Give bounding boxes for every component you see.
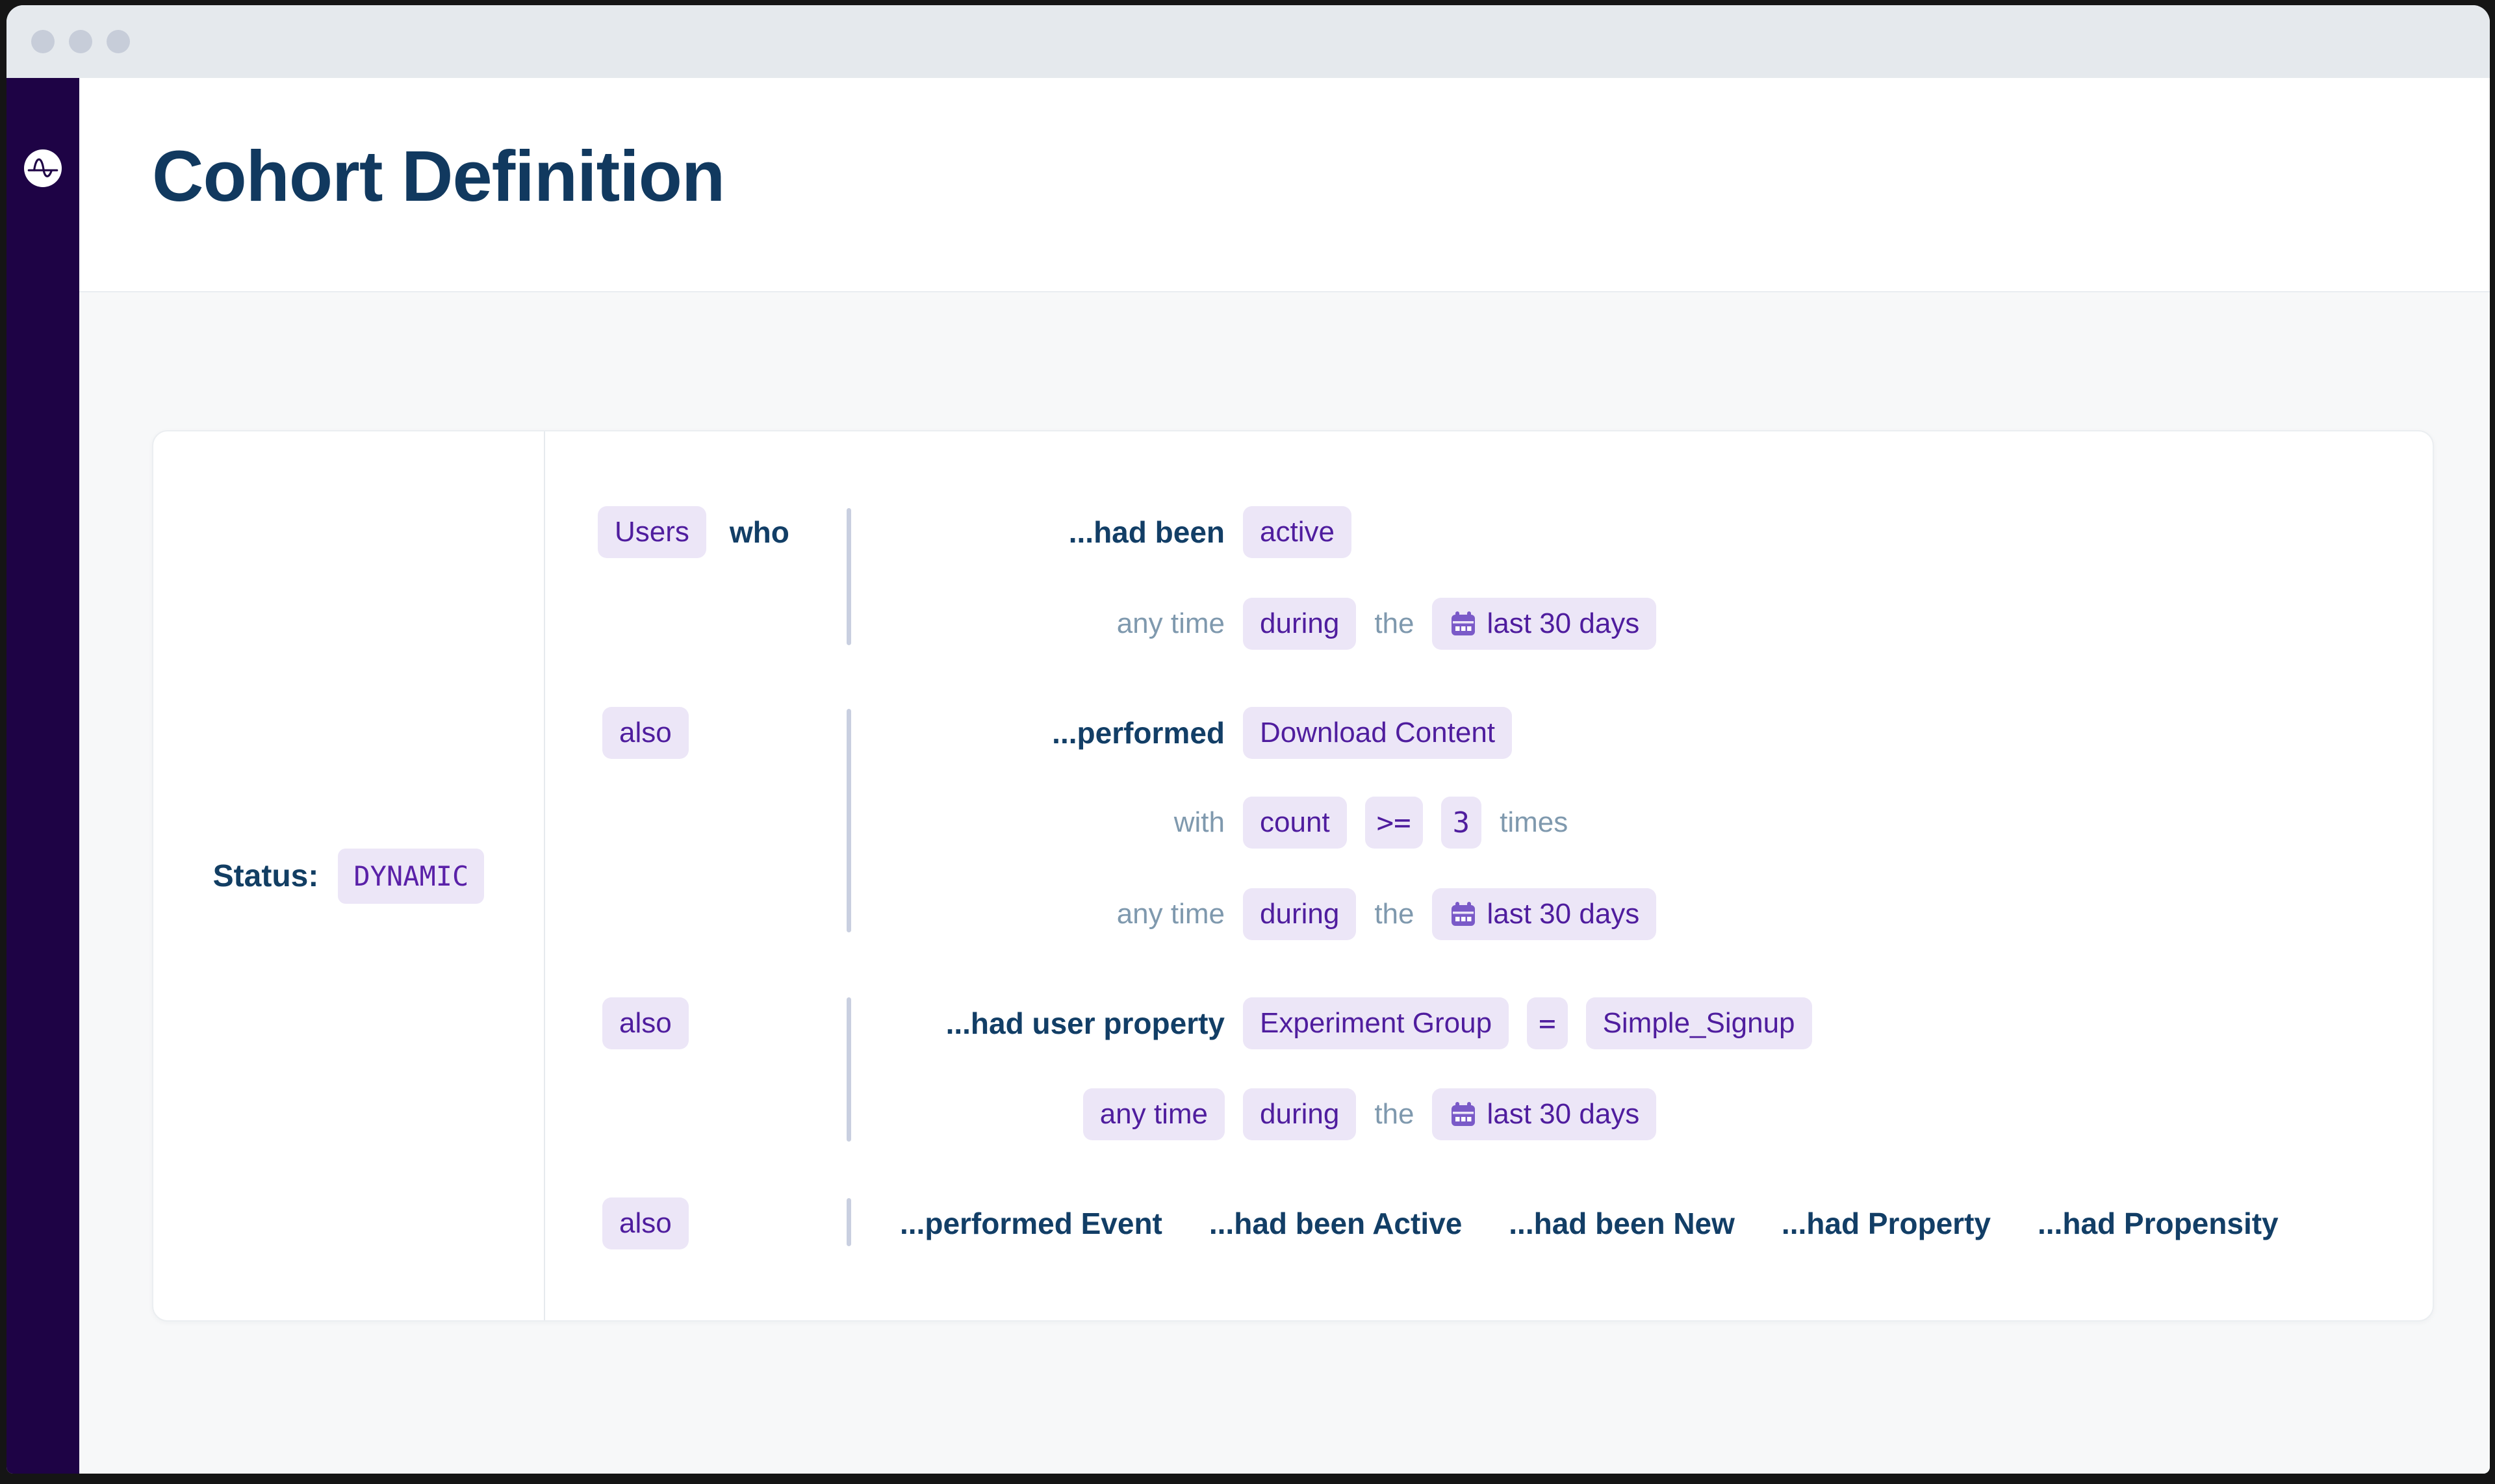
group4-tag-row: also bbox=[602, 1197, 689, 1249]
option-had-propensity[interactable]: ...had Propensity bbox=[2038, 1207, 2279, 1240]
cohort-definition-card: Status: DYNAMIC Users who bbox=[152, 430, 2434, 1322]
group2-count-row: with count >= 3 times bbox=[900, 797, 1568, 849]
option-had-been-active[interactable]: ...had been Active bbox=[1209, 1207, 1463, 1240]
had-user-property-label[interactable]: ...had user property bbox=[945, 1006, 1225, 1040]
date-range-label: last 30 days bbox=[1487, 1098, 1640, 1130]
app-sidebar bbox=[6, 78, 79, 1474]
group1-connector-line bbox=[847, 508, 851, 645]
status-label: Status: bbox=[212, 858, 319, 893]
option-performed-event[interactable]: ...performed Event bbox=[900, 1207, 1162, 1240]
group2-connector-line bbox=[847, 709, 851, 932]
content-area: Status: DYNAMIC Users who bbox=[79, 292, 2490, 1474]
amplitude-logo-icon[interactable] bbox=[24, 149, 62, 187]
the-label: the bbox=[1374, 608, 1414, 639]
group3-time-row: any time during the bbox=[900, 1088, 1657, 1140]
the-label: the bbox=[1374, 1098, 1414, 1130]
equals-chip[interactable]: = bbox=[1527, 997, 1568, 1049]
the-label: the bbox=[1374, 898, 1414, 930]
calendar-icon bbox=[1449, 1100, 1478, 1129]
times-label: times bbox=[1500, 806, 1568, 838]
property-value-chip[interactable]: Simple_Signup bbox=[1585, 997, 1812, 1049]
window-titlebar bbox=[6, 5, 2490, 78]
event-chip[interactable]: Download Content bbox=[1243, 707, 1513, 759]
any-time-label[interactable]: any time bbox=[1116, 608, 1225, 639]
any-time-lead: any time bbox=[900, 1088, 1225, 1140]
calendar-icon bbox=[1449, 900, 1478, 928]
close-window-icon[interactable] bbox=[31, 30, 55, 53]
group2-tag-row: also bbox=[602, 707, 689, 759]
date-range-chip[interactable]: last 30 days bbox=[1432, 888, 1657, 940]
maximize-window-icon[interactable] bbox=[107, 30, 130, 53]
page-header: Cohort Definition bbox=[79, 78, 2490, 292]
subject-row: Users who bbox=[598, 506, 789, 558]
group1-time-row: any time during the bbox=[900, 598, 1657, 650]
group3-clause-row: ...had user property Experiment Group = … bbox=[900, 997, 1812, 1049]
page-title: Cohort Definition bbox=[152, 136, 725, 216]
date-range-chip[interactable]: last 30 days bbox=[1432, 598, 1657, 650]
any-time-label[interactable]: any time bbox=[1116, 898, 1225, 930]
group3-connector-line bbox=[847, 997, 851, 1142]
minimize-window-icon[interactable] bbox=[69, 30, 92, 53]
option-had-property[interactable]: ...had Property bbox=[1781, 1207, 1991, 1240]
count-chip[interactable]: count bbox=[1243, 797, 1347, 849]
group2-clause-row: ...performed Download Content bbox=[900, 707, 1513, 759]
users-chip[interactable]: Users bbox=[598, 506, 706, 558]
operator-chip[interactable]: >= bbox=[1364, 797, 1423, 849]
calendar-icon bbox=[1449, 609, 1478, 638]
app-window: Cohort Definition Status: DYNAMIC bbox=[6, 5, 2490, 1474]
had-been-label[interactable]: ...had been bbox=[1068, 515, 1225, 549]
amplitude-wave-icon bbox=[27, 158, 58, 177]
group1-clause-row: ...had been active bbox=[900, 506, 1351, 558]
status-panel: Status: DYNAMIC bbox=[153, 431, 545, 1320]
status-badge[interactable]: DYNAMIC bbox=[338, 848, 485, 904]
also-chip[interactable]: also bbox=[602, 997, 689, 1049]
option-had-been-new[interactable]: ...had been New bbox=[1509, 1207, 1735, 1240]
with-label: with bbox=[1173, 806, 1225, 838]
group3-tag-row: also bbox=[602, 997, 689, 1049]
during-chip[interactable]: during bbox=[1243, 1088, 1357, 1140]
during-chip[interactable]: during bbox=[1243, 888, 1357, 940]
date-range-chip[interactable]: last 30 days bbox=[1432, 1088, 1657, 1140]
count-value-chip[interactable]: 3 bbox=[1440, 797, 1482, 849]
group4-connector-line bbox=[847, 1198, 851, 1246]
during-chip[interactable]: during bbox=[1243, 598, 1357, 650]
any-time-chip[interactable]: any time bbox=[1082, 1088, 1225, 1140]
active-chip[interactable]: active bbox=[1243, 506, 1351, 558]
group2-time-row: any time during the bbox=[900, 888, 1657, 940]
date-range-label: last 30 days bbox=[1487, 898, 1640, 930]
also-chip[interactable]: also bbox=[602, 1197, 689, 1249]
also-chip[interactable]: also bbox=[602, 707, 689, 759]
property-chip[interactable]: Experiment Group bbox=[1243, 997, 1509, 1049]
date-range-label: last 30 days bbox=[1487, 608, 1640, 639]
rule-builder-panel: Users who ...had been active any time du… bbox=[545, 431, 2433, 1320]
who-label: who bbox=[729, 515, 789, 549]
performed-label[interactable]: ...performed bbox=[1052, 716, 1225, 750]
group4-options-row: ...performed Event ...had been Active ..… bbox=[900, 1197, 2279, 1249]
